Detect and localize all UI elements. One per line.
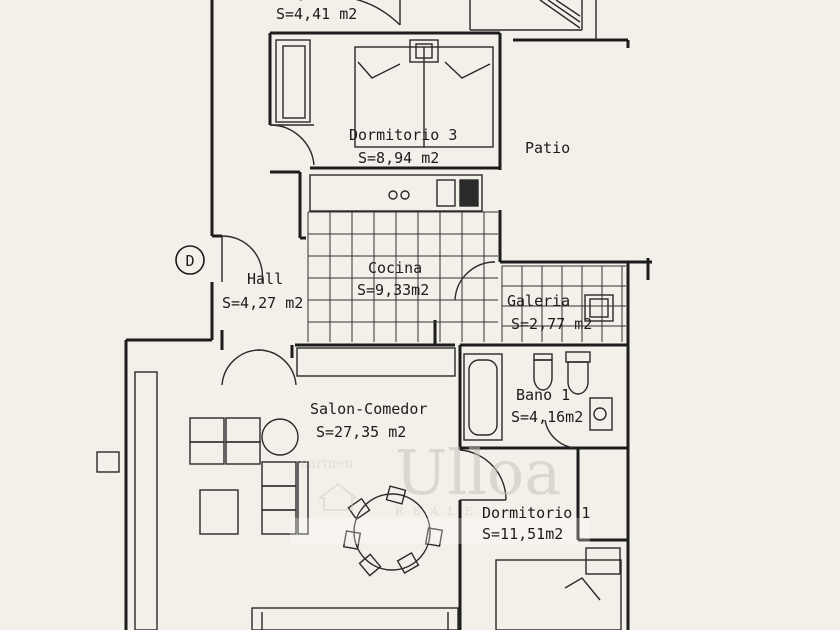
salon-name: Salon-Comedor	[310, 400, 427, 418]
watermark-band	[290, 518, 590, 544]
watermark: Ulloa carmen R E A L E	[290, 436, 590, 544]
galeria-sink	[584, 294, 614, 322]
galeria-tiles	[501, 265, 626, 342]
dormitorio1-bed	[495, 547, 622, 630]
dormitorio3-furniture	[275, 39, 494, 148]
hall-name: Hall	[247, 270, 283, 288]
top-room-area: S=4,41 m2	[276, 5, 357, 23]
stair-symbol	[470, 0, 597, 40]
house-icon	[317, 483, 359, 511]
entrance-label: D	[185, 252, 194, 270]
galeria-name: Galeria	[507, 292, 570, 310]
watermark-brand: Ulloa	[395, 436, 561, 509]
walls	[124, 0, 652, 630]
room-labels: S=4,41 m2 Dormitorio 3 S=8,94 m2 Patio C…	[222, 5, 592, 543]
bano1-area: S=4,16m2	[511, 408, 583, 426]
bano1-name: Bano 1	[516, 386, 570, 404]
watermark-small-bottom: R E A L E	[395, 505, 476, 518]
watermark-small-left: carmen	[300, 456, 353, 472]
patio-name: Patio	[525, 139, 570, 157]
dormitorio1-area: S=11,51m2	[482, 525, 563, 543]
bathroom-fixtures	[463, 351, 613, 441]
galeria-area: S=2,77 m2	[511, 315, 592, 333]
salon-area: S=27,35 m2	[316, 423, 406, 441]
hall-area: S=4,27 m2	[222, 294, 303, 312]
cocina-name: Cocina	[368, 259, 422, 277]
dormitorio3-area: S=8,94 m2	[358, 149, 439, 167]
kitchen-counter	[309, 174, 483, 212]
dormitorio1-name: Dormitorio 1	[482, 504, 590, 522]
kitchen-tiles	[307, 211, 498, 342]
dormitorio3-name: Dormitorio 3	[349, 126, 457, 144]
doors	[221, 0, 576, 501]
salon-furniture	[96, 347, 459, 630]
cocina-area: S=9,33m2	[357, 281, 429, 299]
entrance-marker: D	[175, 245, 205, 275]
